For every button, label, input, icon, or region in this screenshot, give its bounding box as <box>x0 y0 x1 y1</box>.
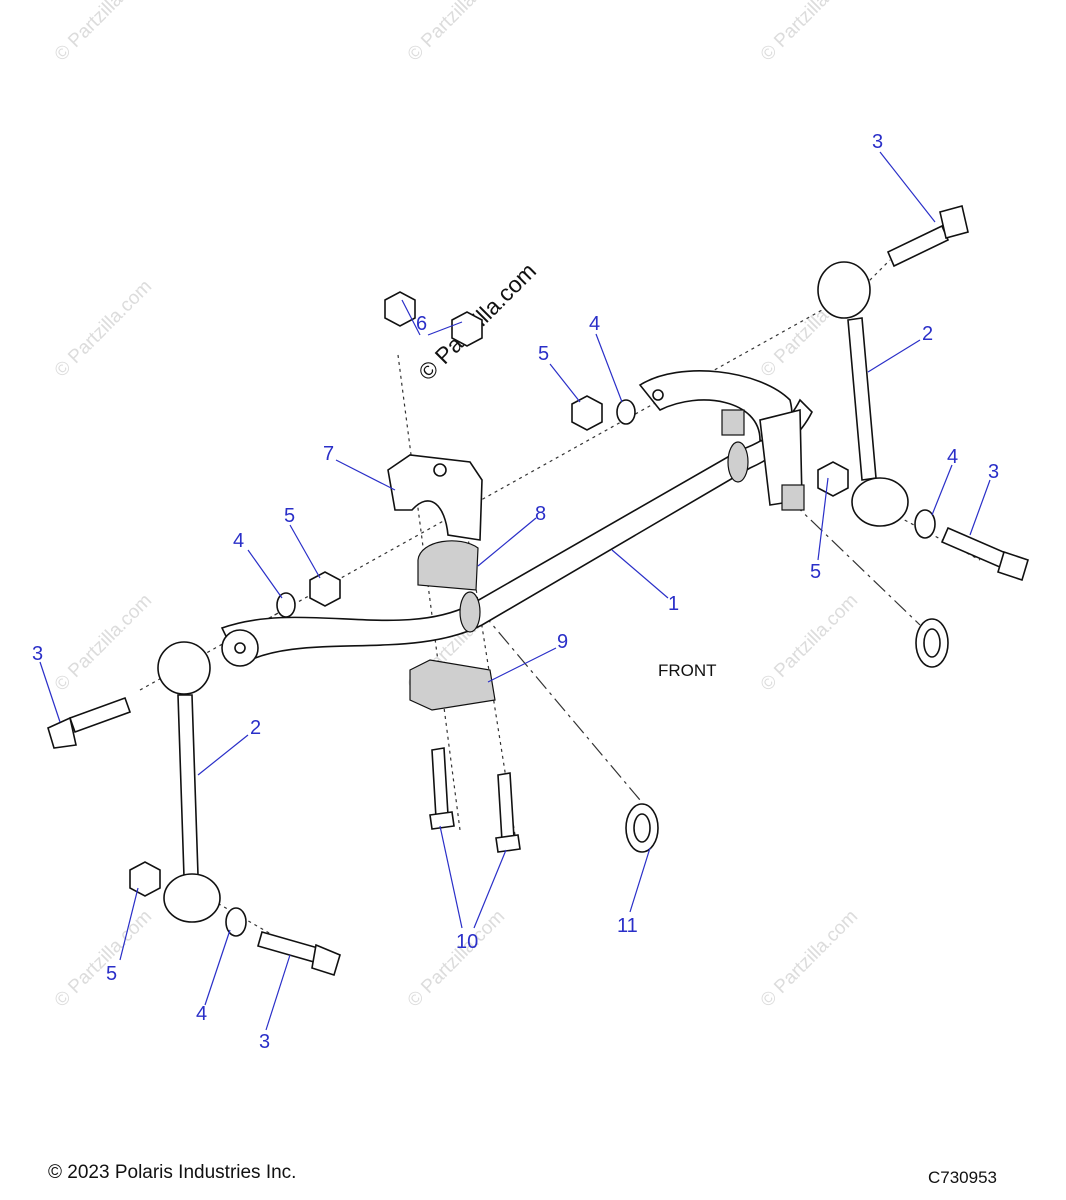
front-direction-label: FRONT <box>658 661 717 680</box>
callout-3: 3 <box>988 461 999 483</box>
stabilizer-bar <box>220 370 813 667</box>
callout-3: 3 <box>259 1031 270 1053</box>
bushing-upper <box>417 540 479 591</box>
clamp-bolts <box>429 747 521 853</box>
callout-numbers: 1 2 2 3 3 3 3 4 4 4 4 5 5 5 5 6 7 8 9 10… <box>32 131 999 1053</box>
callout-11: 11 <box>617 915 638 937</box>
watermark: © Partzilla.com <box>757 590 862 695</box>
bushing-lower <box>409 659 496 711</box>
watermark: © Partzilla.com <box>51 0 156 66</box>
callout-4: 4 <box>196 1003 207 1025</box>
callout-8: 8 <box>535 503 546 525</box>
watermark: © Partzilla.com <box>51 906 156 1011</box>
thrust-washers <box>625 618 949 853</box>
right-link-assembly <box>571 205 1029 582</box>
callout-4: 4 <box>589 313 600 335</box>
callout-10: 10 <box>456 931 478 953</box>
callout-7: 7 <box>323 443 334 465</box>
leader-lines <box>39 151 991 1031</box>
callout-4: 4 <box>947 446 958 468</box>
callout-3: 3 <box>872 131 883 153</box>
callout-5: 5 <box>538 343 549 365</box>
callout-2: 2 <box>922 323 933 345</box>
callout-6: 6 <box>416 313 427 335</box>
watermark: © Partzilla.com <box>404 906 509 1011</box>
callout-5: 5 <box>106 963 117 985</box>
callout-1: 1 <box>668 593 679 615</box>
left-link-assembly <box>47 571 341 977</box>
watermark: © Partzilla.com <box>757 906 862 1011</box>
right-clamp-assembly <box>721 408 805 511</box>
watermark: © Partzilla.com <box>757 0 862 66</box>
flange-nuts <box>384 291 483 347</box>
callout-3: 3 <box>32 643 43 665</box>
watermark: © Partzilla.com <box>404 0 509 66</box>
callout-5: 5 <box>810 561 821 583</box>
callout-5: 5 <box>284 505 295 527</box>
clamp <box>387 454 483 541</box>
callout-9: 9 <box>557 631 568 653</box>
watermark: © Partzilla.com <box>51 276 156 381</box>
watermark: © Partzilla.com <box>51 590 156 695</box>
callout-2: 2 <box>250 717 261 739</box>
diagram-code: C730953 <box>928 1168 998 1187</box>
callout-4: 4 <box>233 530 244 552</box>
copyright-notice: © 2023 Polaris Industries Inc. <box>48 1162 297 1183</box>
